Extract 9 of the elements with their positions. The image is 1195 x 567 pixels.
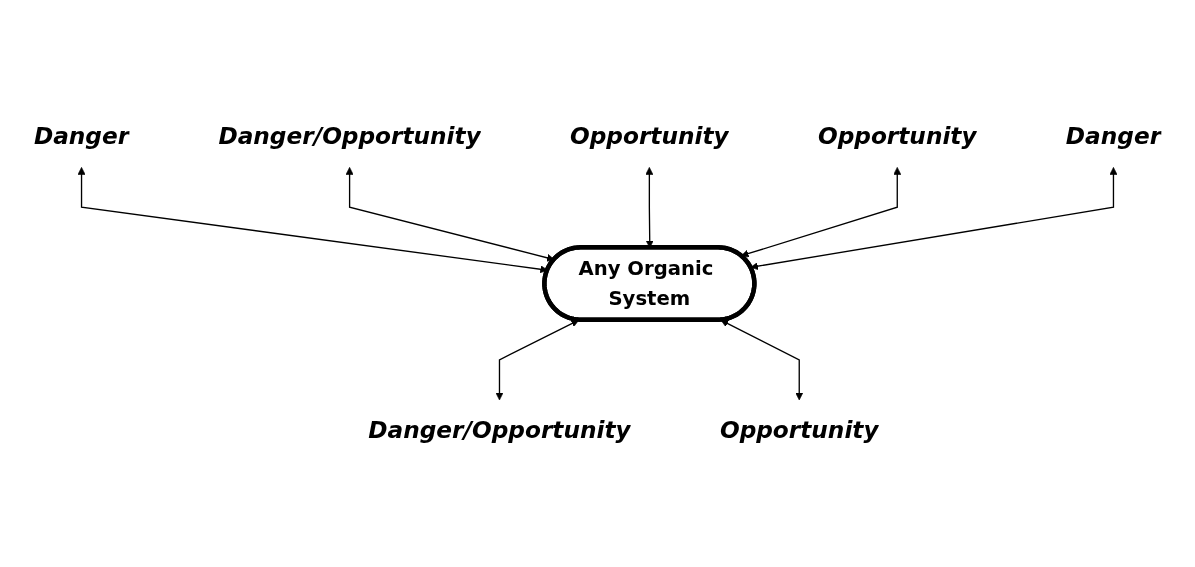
arrow — [720, 319, 804, 401]
node-text: Danger/Opportunity — [368, 416, 631, 444]
node-text: Danger/Opportunity — [218, 122, 481, 150]
arrow — [495, 319, 579, 401]
node-text: Opportunity — [817, 122, 977, 150]
node-text: Opportunity — [570, 122, 729, 150]
arrow — [345, 167, 555, 262]
arrow — [750, 167, 1118, 271]
node-text: Opportunity — [719, 416, 879, 444]
